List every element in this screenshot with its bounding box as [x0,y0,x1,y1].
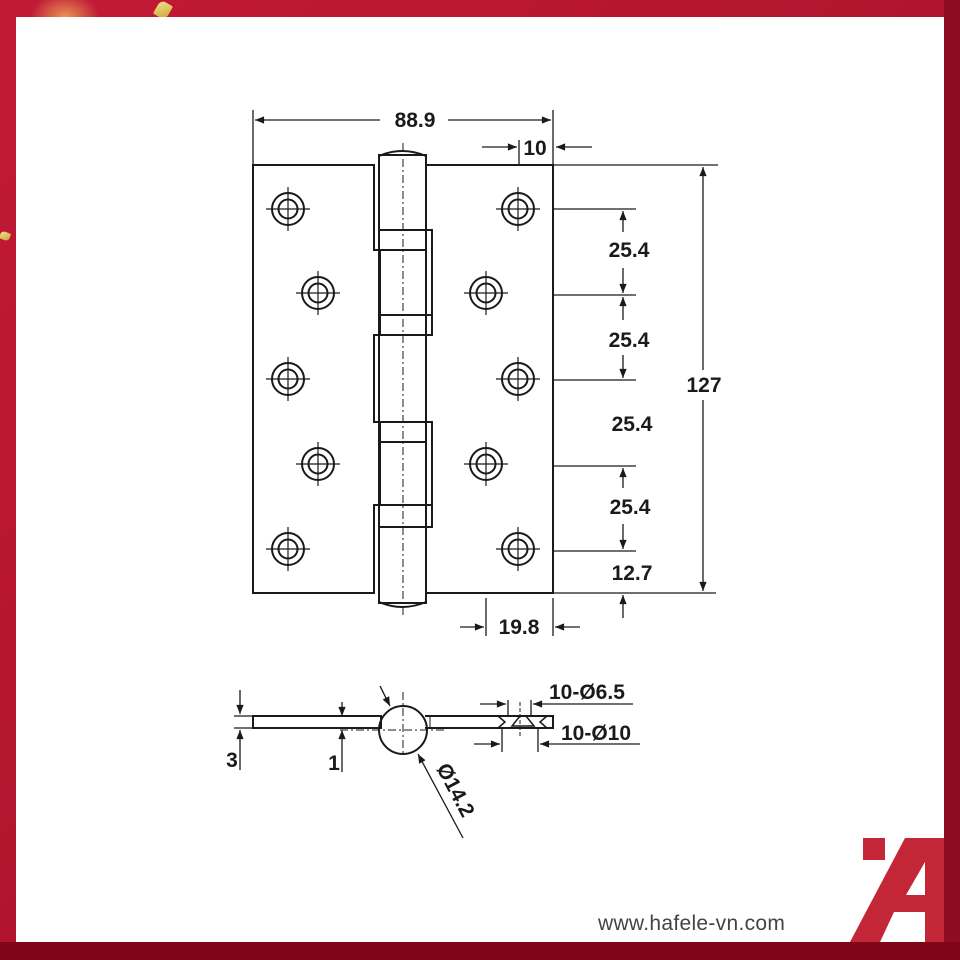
dim-hole-diameter: 10-Ø6.5 [549,681,625,704]
dim-hole-spacing-4: 25.4 [610,496,651,519]
screw-hole-icon [295,270,341,316]
dim-plate-thickness: 1 [328,752,340,775]
website-url: www.hafele-vn.com [598,912,786,935]
side-view [252,692,554,755]
screw-hole-icon [463,441,509,487]
dim-hole-edge-distance: 19.8 [499,616,540,639]
screw-hole-icon [495,186,541,232]
frame-band-bottom [0,942,960,960]
dim-hole-spacing-1: 25.4 [609,239,650,262]
hinge-knuckle [378,143,432,615]
dim-overall-height: 127 [686,374,721,397]
dim-total-thickness: 3 [226,749,238,772]
dim-overall-width: 88.9 [395,109,436,132]
screw-hole-icon [463,270,509,316]
screw-hole-icon [295,441,341,487]
dim-knuckle-offset: 10 [523,137,546,160]
dim-countersink-diameter: 10-Ø10 [561,722,631,745]
dim-knuckle-diameter: Ø14.2 [432,760,479,821]
frame-band-right [944,0,960,960]
screw-hole-icon [495,356,541,402]
hafele-logo-icon [850,838,944,942]
left-leaf [252,164,381,594]
screw-hole-icon [265,356,311,402]
screw-hole-icon [265,526,311,572]
screw-hole-icon [265,186,311,232]
dim-end-distance: 12.7 [612,562,653,585]
screw-hole-icon [495,526,541,572]
dim-hole-spacing-3: 25.4 [612,413,653,436]
drawing-canvas [16,17,944,943]
dim-hole-spacing-2: 25.4 [609,329,650,352]
